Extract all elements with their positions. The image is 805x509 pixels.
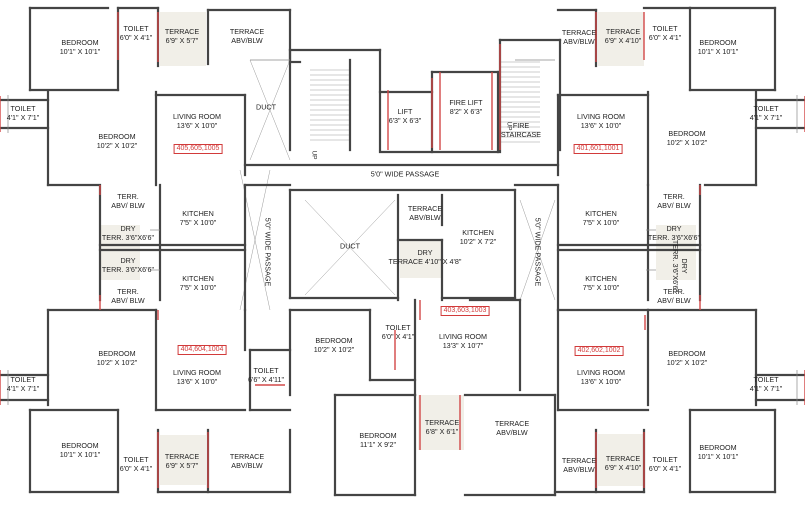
- terrace-fill: [160, 12, 206, 66]
- terrace-fill: [656, 225, 696, 253]
- terrace-fill: [598, 12, 644, 66]
- terrace-fill: [400, 240, 442, 278]
- terrace-fill: [656, 252, 696, 280]
- duct-cross: [304, 199, 396, 296]
- terrace-fill: [100, 252, 140, 280]
- terrace-fill: [598, 434, 644, 486]
- duct-cross: [249, 59, 291, 161]
- terrace-fill: [160, 435, 206, 485]
- duct-cross: [519, 199, 556, 301]
- terrace-fill: [100, 225, 140, 253]
- terrace-fill: [418, 395, 464, 450]
